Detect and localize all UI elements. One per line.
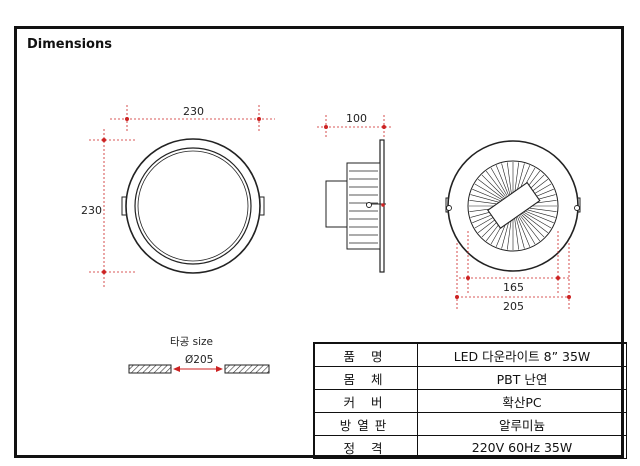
side-clip-pivot [366,202,372,208]
spec-key: 몸 체 [313,366,418,390]
front-width-label: 230 [183,105,204,118]
heatsink-fin [517,216,531,247]
table-row: 몸 체 PBT 난연 [313,366,627,390]
back-driver-box [487,181,541,229]
heatsink-fin [481,174,505,198]
heatsink-fin [518,216,536,245]
technical-drawing: 230 230 [81,105,581,374]
table-row: 방열판 알루미늄 [313,412,627,436]
heatsink-fin [507,162,512,195]
front-view [121,138,265,274]
heatsink-fin [469,200,502,205]
back-right-pivot [574,205,580,211]
heatsink-fin [524,207,557,212]
front-outer-rim [125,138,261,274]
heatsink-fin [477,178,504,199]
cutout-left-ceiling [128,364,172,374]
heatsink-fin [521,214,545,238]
heatsink-fin [495,165,509,196]
spec-value: LED 다운라이트 8” 35W [417,342,627,367]
spec-value: 확산PC [417,389,627,413]
side-dimensions [317,115,393,207]
heatsink-fin [507,217,512,250]
spec-sheet: Dimensions 230 230 [14,26,627,459]
heatsink-fin [523,210,554,224]
cutout-diagram [128,364,270,374]
front-inner-rim [134,147,252,265]
heatsink-fin [472,188,503,202]
heatsink-fin [485,170,506,197]
cutout-diameter-label: Ø205 [185,354,213,366]
side-view [325,139,386,273]
heatsink-fin [515,217,525,249]
side-driver-box [325,180,348,228]
heatsink-fin [522,213,549,234]
spec-value: PBT 난연 [417,366,627,390]
side-housing [346,162,381,250]
cutout-caption: 타공 size [170,336,213,348]
heatsink-fin [524,208,556,218]
front-lens [137,150,249,262]
spec-value: 220V 60Hz 35W [417,435,627,459]
back-inner-label: 165 [503,281,524,294]
heatsink-fin [474,183,503,201]
cutout-right-ceiling [224,364,270,374]
front-height-label: 230 [81,204,102,217]
spec-key: 방열판 [313,412,418,436]
back-outer-label: 205 [503,300,524,313]
heatsink-fin [470,194,502,204]
front-dimensions [89,105,275,288]
spec-table: 품 명 LED 다운라이트 8” 35W 몸 체 PBT 난연 커 버 확산PC… [313,342,627,459]
cutout-right-arrow [216,366,223,372]
table-row: 정 격 220V 60Hz 35W [313,435,627,459]
spec-key: 커 버 [313,389,418,413]
spec-key: 정 격 [313,435,418,459]
heatsink-fin [501,163,511,195]
table-row: 품 명 LED 다운라이트 8” 35W [313,342,627,367]
heatsink-fin [514,162,519,195]
back-view [445,140,581,272]
heatsink-fin [490,167,508,196]
spec-key: 품 명 [313,342,418,367]
heatsink-fin [523,211,552,229]
heatsink-fin [514,217,519,250]
side-depth-label: 100 [346,112,367,125]
heatsink-fin [520,215,541,242]
spec-value: 알루미늄 [417,412,627,436]
side-heatsink-fins [349,170,378,244]
back-left-pivot [446,205,452,211]
page-title: Dimensions [27,37,112,52]
back-dimensions [454,231,572,309]
cutout-left-arrow [173,366,180,372]
table-row: 커 버 확산PC [313,389,627,413]
